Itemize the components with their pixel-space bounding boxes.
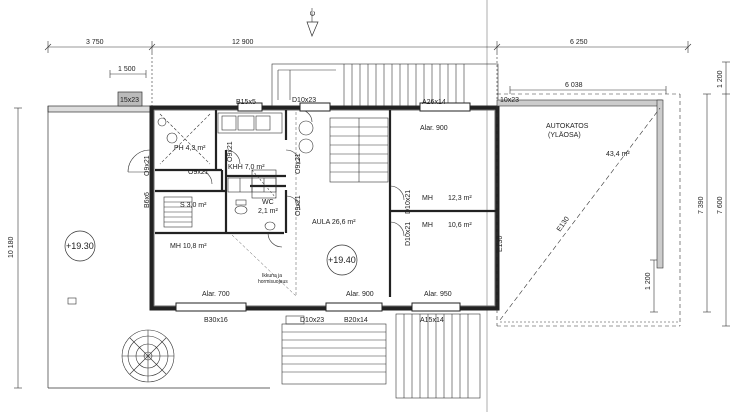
room-mh-upper: MH — [422, 195, 433, 202]
opening-o9x21-a: O9x21 — [144, 155, 151, 176]
spiral-stair — [121, 329, 175, 383]
opening-d10x23-bottom: D10x23 — [300, 317, 324, 324]
opening-alar-900-top: Alar. 900 — [420, 125, 448, 132]
opening-o9x21-d: O9x21 — [295, 153, 302, 174]
chimney-label: 15x23 — [120, 97, 139, 104]
opening-alar-950: Alar. 950 — [424, 291, 452, 298]
terrace-level: +19.30 — [66, 241, 94, 251]
room-autokatos-1: AUTOKATOS — [546, 123, 589, 130]
bottom-steps — [281, 313, 481, 399]
top-porch — [271, 63, 499, 107]
room-aula: AULA 26,6 m² — [312, 219, 356, 226]
section-mark: C — [306, 8, 319, 37]
bathroom-fixtures — [157, 112, 283, 231]
opening-b30x16: B30x16 — [204, 317, 228, 324]
room-autokatos-2: (YLÄOSA) — [548, 131, 581, 139]
main-staircase — [298, 117, 389, 183]
opening-o9x21-b: O9x21 — [188, 169, 209, 176]
room-ph: PH 4,3 m² — [174, 145, 206, 152]
opening-b6x6: B6x6 — [144, 192, 151, 208]
room-mh-upper-area: 12,3 m² — [448, 195, 472, 202]
room-mh-lower: MH — [422, 222, 433, 229]
floor-level-marker: +19.40 — [326, 244, 358, 276]
opening-d10x23-top: D10x23 — [292, 97, 316, 104]
room-autokatos-area: 43,4 m² — [606, 151, 630, 158]
room-s: S 3,0 m² — [180, 202, 207, 209]
sauna-bench — [163, 196, 193, 228]
opening-b20x14: B20x14 — [344, 317, 368, 324]
opening-b15x5: B15x5 — [236, 99, 256, 106]
carport — [496, 93, 681, 327]
bottom-windows — [175, 102, 471, 312]
opening-d10x21-b: D10x21 — [405, 222, 412, 246]
interior-walls — [155, 110, 496, 297]
opening-alar-900-bottom: Alar. 900 — [346, 291, 374, 298]
opening-e130-a: E130 — [497, 236, 504, 252]
dim-right-4: 1 200 — [645, 272, 652, 290]
room-mh-left: MH 10,8 m² — [170, 243, 207, 250]
storage-note-2: hormisuojaus — [258, 279, 288, 285]
opening-o9x21-c: O9x21 — [227, 141, 234, 162]
opening-e130-b: E130 — [556, 216, 571, 233]
dim-top-1: 3 750 — [86, 39, 104, 46]
dim-right-3: 7 600 — [717, 196, 724, 214]
opening-o9x21-e: O9x21 — [295, 195, 302, 216]
door-swings — [127, 109, 405, 248]
dim-right-1: 1 200 — [717, 70, 724, 88]
opening-alar-700: Alar. 700 — [202, 291, 230, 298]
terrace-level-marker: +19.30 — [64, 230, 96, 262]
opening-d10x21-a: D10x21 — [405, 190, 412, 214]
dim-right-2: 7 390 — [698, 196, 705, 214]
opening-d10x23-right: 10x23 — [500, 97, 519, 104]
floor-level: +19.40 — [328, 255, 356, 265]
section-mark-label: C — [310, 11, 317, 16]
room-wc-area: 2,1 m² — [258, 208, 279, 215]
dim-sub-1: 1 500 — [118, 66, 136, 73]
dim-top-2: 12 900 — [232, 39, 254, 46]
room-wc: WC — [262, 199, 274, 206]
dim-left-total: 10 180 — [8, 236, 15, 258]
dim-sub-2: 6 038 — [565, 82, 583, 89]
room-mh-lower-area: 10,6 m² — [448, 222, 472, 229]
opening-a15x14: A15x14 — [420, 317, 444, 324]
room-khh: KHH 7,0 m² — [228, 164, 265, 171]
dim-top-3: 6 250 — [570, 39, 588, 46]
dimension-lines — [14, 0, 730, 412]
opening-a26x14: A26x14 — [422, 99, 446, 106]
storage-note-1: Ikkuna ja — [262, 273, 282, 279]
aula-ceiling-lines — [231, 112, 297, 297]
terrace — [47, 91, 270, 389]
